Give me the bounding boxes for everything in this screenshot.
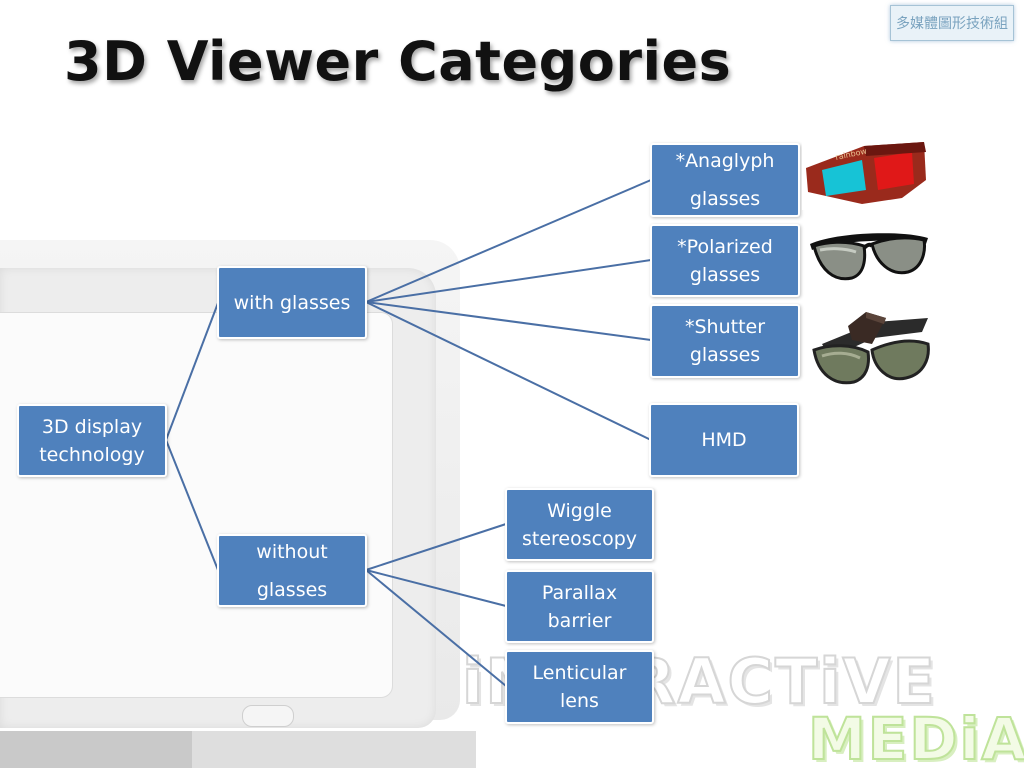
polarized-glasses-image [810, 233, 928, 281]
floor-strip-left [0, 731, 192, 768]
connector-without-wiggle [365, 523, 507, 571]
node-with-glasses: with glasses [217, 266, 367, 339]
tablet-home-button [242, 705, 294, 727]
node-anaglyph-glasses: *Anaglyph glasses [650, 143, 800, 217]
node-parallax-barrier: Parallax barrier [505, 570, 654, 643]
tablet-screen [0, 312, 393, 698]
node-wiggle-stereoscopy: Wiggle stereoscopy [505, 488, 654, 561]
node-polarized-glasses: *Polarized glasses [650, 224, 800, 297]
watermark-media: MEDiA [807, 704, 1024, 773]
node-shutter-glasses: *Shutter glasses [650, 304, 800, 378]
floor-strip-right [192, 731, 476, 768]
connector-without-lenticular [365, 569, 507, 687]
connector-without-parallax [365, 569, 507, 607]
connector-with-anaglyph [365, 179, 652, 303]
node-lenticular-lens: Lenticular lens [505, 650, 654, 724]
connector-with-polarized [365, 259, 652, 303]
node-without-glasses: without glasses [217, 534, 367, 607]
connector-with-shutter [365, 301, 652, 341]
connector-with-hmd [365, 301, 652, 441]
connector-root-without [165, 439, 219, 571]
shutter-glasses-image [812, 312, 930, 385]
anaglyph-glasses-image: rainbow [802, 140, 930, 210]
node-root: 3D display technology [17, 404, 167, 477]
corner-tag: 多媒體圖形技術組 [890, 5, 1014, 41]
connector-root-with [165, 302, 219, 441]
slide-title: 3D Viewer Categories [64, 30, 732, 93]
node-hmd: HMD [649, 403, 799, 477]
